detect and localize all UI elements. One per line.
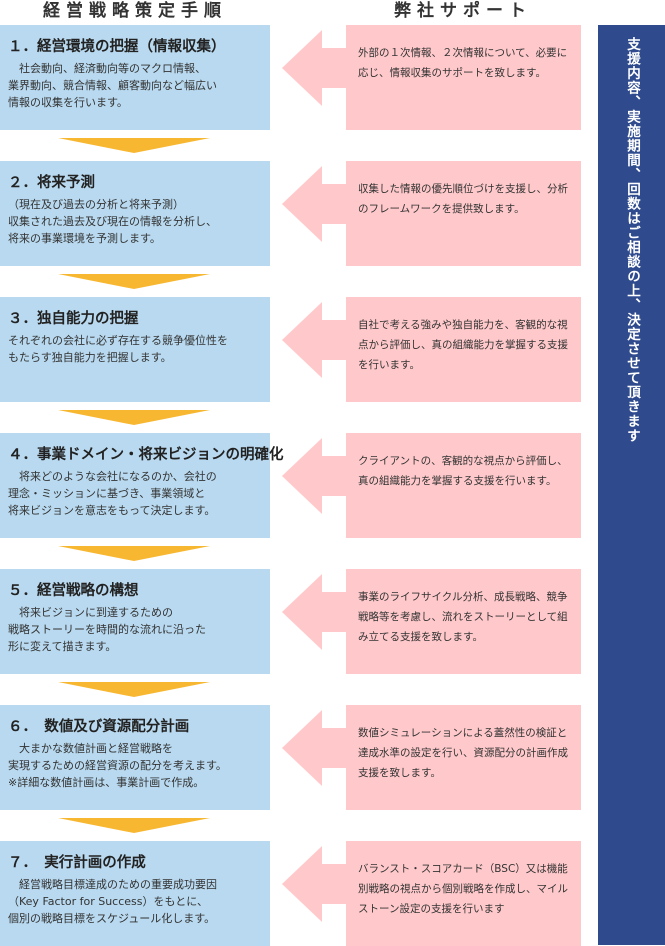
step-description: 社会動向、経済動向等のマクロ情報、 業界動向、競合情報、顧客動向など幅広い 情報… [8, 62, 217, 109]
step-description: （現在及び過去の分析と将来予測） 収集された過去及び現在の情報を分析し、 将来の… [8, 198, 217, 245]
left-arrow-stem [322, 592, 346, 632]
support-box-1: 外部の１次情報、２次情報について、必要に応じ、情報収集のサポートを致します。 [346, 25, 581, 130]
left-arrow-head [282, 574, 322, 650]
step-description: 大まかな数値計画と経営戦略を 実現するための経営資源の配分を考えます。 ※詳細な… [8, 742, 227, 789]
step-description: それぞれの会社に必ず存在する競争優位性を もたらす独自能力を把握します。 [8, 334, 228, 364]
down-arrow [58, 818, 210, 833]
support-box-3: 自社で考える強みや独自能力を、客観的な視点から評価し、真の組織能力を掌握する支援… [346, 297, 581, 402]
left-arrow-stem [322, 864, 346, 904]
down-arrow [58, 274, 210, 289]
left-arrow-head [282, 302, 322, 378]
step-description: 将来どのような会社になるのか、会社の 理念・ミッションに基づき、事業領域と 将来… [8, 470, 217, 517]
left-arrow-head [282, 30, 322, 106]
step-box-2: ２．将来予測 （現在及び過去の分析と将来予測） 収集された過去及び現在の情報を分析… [0, 161, 270, 266]
left-arrow-head [282, 846, 322, 922]
consultation-note: 支援内容、実施期間、回数はご相談の上、決定させて頂きます [624, 37, 640, 443]
left-arrow-stem [322, 456, 346, 496]
support-header: 弊社サポート [394, 1, 532, 21]
step-title: ７． 実行計画の作成 [8, 855, 146, 871]
step-box-5: ５．経営戦略の構想 将来ビジョンに到達するための 戦略ストーリーを時間的な流れに… [0, 569, 270, 674]
step-title: １．経営環境の把握（情報収集） [8, 39, 226, 55]
left-arrow-head [282, 166, 322, 242]
step-box-3: ３．独自能力の把握それぞれの会社に必ず存在する競争優位性を もたらす独自能力を把… [0, 297, 270, 402]
step-box-6: ６． 数値及び資源配分計画 大まかな数値計画と経営戦略を 実現するための経営資源… [0, 705, 270, 810]
left-arrow-head [282, 438, 322, 514]
procedure-header: 経営戦略策定手順 [43, 1, 227, 21]
support-box-2: 収集した情報の優先順位づけを支援し、分析のフレームワークを提供致します。 [346, 161, 581, 266]
down-arrow [58, 546, 210, 561]
left-arrow-stem [322, 184, 346, 224]
step-box-4: ４．事業ドメイン・将来ビジョンの明確化 将来どのような会社になるのか、会社の 理… [0, 433, 284, 538]
left-arrow-stem [322, 728, 346, 768]
step-title: ２．将来予測 [8, 175, 95, 191]
support-description: 外部の１次情報、２次情報について、必要に応じ、情報収集のサポートを致します。 [358, 47, 568, 79]
support-box-7: バランスト・スコアカード（BSC）又は機能別戦略の視点から個別戦略を作成し、マイ… [346, 841, 581, 946]
support-box-4: クライアントの、客観的な視点から評価し、真の組織能力を掌握する支援を行います。 [346, 433, 581, 538]
step-title: ６． 数値及び資源配分計画 [8, 719, 190, 735]
support-box-5: 事業のライフサイクル分析、成長戦略、競争戦略等を考慮し、流れをストーリーとして組… [346, 569, 581, 674]
down-arrow [58, 682, 210, 697]
step-description: 経営戦略目標達成のための重要成功要因 （Key Factor for Succe… [8, 878, 217, 925]
down-arrow [58, 138, 210, 153]
left-arrow-stem [322, 48, 346, 88]
step-box-1: １．経営環境の把握（情報収集） 社会動向、経済動向等のマクロ情報、 業界動向、競… [0, 25, 270, 130]
support-description: 事業のライフサイクル分析、成長戦略、競争戦略等を考慮し、流れをストーリーとして組… [358, 591, 568, 643]
step-description: 将来ビジョンに到達するための 戦略ストーリーを時間的な流れに沿った 形に変えて描… [8, 606, 206, 653]
support-description: クライアントの、客観的な視点から評価し、真の組織能力を掌握する支援を行います。 [358, 455, 568, 487]
support-description: 自社で考える強みや独自能力を、客観的な視点から評価し、真の組織能力を掌握する支援… [358, 319, 568, 371]
step-title: ５．経営戦略の構想 [8, 583, 139, 599]
step-title: ３．独自能力の把握 [8, 311, 139, 327]
support-box-6: 数値シミュレーションによる蓋然性の検証と達成水準の設定を行い、資源配分の計画作成… [346, 705, 581, 810]
left-arrow-head [282, 710, 322, 786]
step-title: ４．事業ドメイン・将来ビジョンの明確化 [8, 447, 284, 463]
step-box-7: ７． 実行計画の作成 経営戦略目標達成のための重要成功要因 （Key Facto… [0, 841, 270, 946]
down-arrow [58, 410, 210, 425]
support-description: バランスト・スコアカード（BSC）又は機能別戦略の視点から個別戦略を作成し、マイ… [358, 863, 568, 915]
left-arrow-stem [322, 320, 346, 360]
support-description: 収集した情報の優先順位づけを支援し、分析のフレームワークを提供致します。 [358, 183, 568, 215]
consultation-note-bar: 支援内容、実施期間、回数はご相談の上、決定させて頂きます [598, 25, 665, 945]
support-description: 数値シミュレーションによる蓋然性の検証と達成水準の設定を行い、資源配分の計画作成… [358, 727, 568, 779]
